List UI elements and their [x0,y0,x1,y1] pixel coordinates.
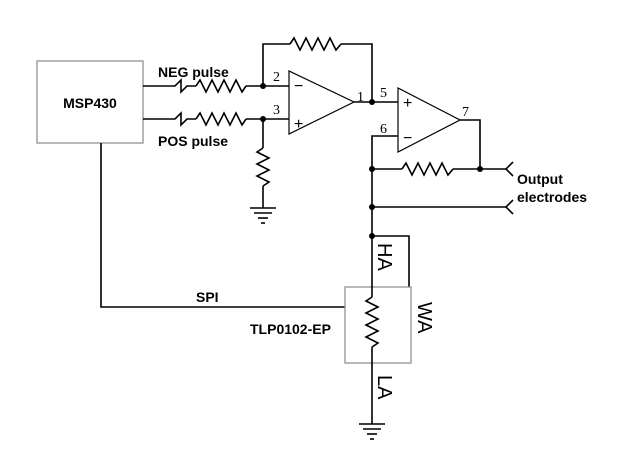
neg-pulse-wire [143,78,196,94]
opamp1-plus: + [294,116,303,133]
junction-dot [260,116,266,122]
opamp-2 [397,87,462,153]
pot-resistor [364,296,380,348]
neg-pulse-label: NEG pulse [158,64,229,80]
opamp2-plus: + [403,95,412,112]
digital-pot-chip [344,286,412,364]
junction-dot [369,99,375,105]
pulldown-resistor [255,147,271,187]
pin-3: 3 [273,103,280,118]
spi-wire [100,143,345,308]
pin-la-label: LA [373,375,395,400]
junction-dot [369,204,375,210]
ground-icon [359,423,385,440]
pos-input-resistor [195,111,247,127]
output-label-line1: Output [517,171,563,187]
pin-wa-label: WA [413,302,435,334]
opamp1-minus: − [294,78,303,95]
opamp2-output-wire [460,119,481,169]
msp430-block [36,60,144,144]
pin-6: 6 [380,122,387,137]
opamp2-minus: − [403,130,412,147]
msp430-label: MSP430 [63,95,117,111]
output-electrode-wire-1 [480,161,514,177]
opamp1-feedback-resistor [289,36,342,52]
ground-icon [250,207,276,224]
junction-dot [369,166,375,172]
opamp2-inverting-wire [371,135,398,236]
pin-ha-label: HA [373,243,395,271]
opamp2-feedback-resistor [401,161,454,177]
pin-5: 5 [380,86,387,101]
neg-input-resistor [195,78,247,94]
pos-pulse-label: POS pulse [158,133,228,149]
output-label-line2: electrodes [517,189,587,205]
pot-part-label: TLP0102-EP [250,321,331,337]
spi-label: SPI [196,289,219,305]
pin-7: 7 [462,105,469,120]
pin-2: 2 [273,70,280,85]
pos-pulse-wire [143,111,196,127]
opamp1-feedback-wire [262,43,373,102]
opamp-1 [288,70,356,135]
pin-1: 1 [357,90,364,105]
output-electrode-wire-2 [372,199,514,215]
junction-dot [260,83,266,89]
